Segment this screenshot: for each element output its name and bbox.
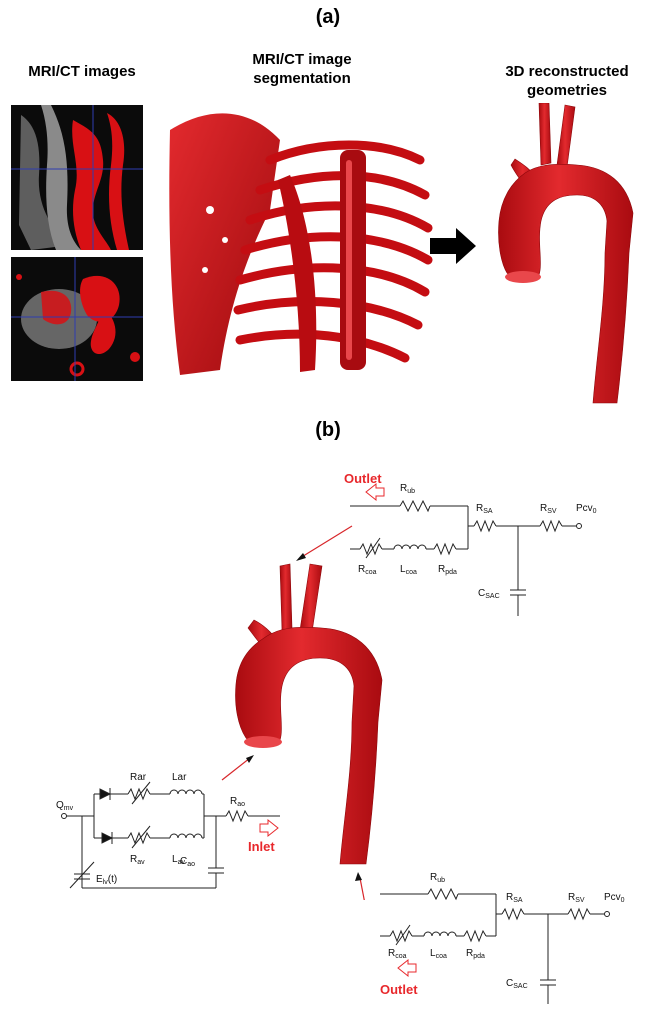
heading-segmentation-line1: MRI/CT image bbox=[214, 50, 390, 69]
bottom-r-coa-label: Rcoa bbox=[388, 948, 407, 960]
panel-b-label: (b) bbox=[300, 419, 356, 442]
e-lv-label: Elv(t) bbox=[96, 874, 117, 886]
heading-mri-ct-images: MRI/CT images bbox=[4, 62, 160, 81]
top-r-pda-label: Rpda bbox=[438, 564, 457, 576]
mri-ct-sagittal-image bbox=[11, 105, 143, 250]
bottom-r-sa-label: RSA bbox=[506, 892, 523, 904]
heading-segmentation: MRI/CT image segmentation bbox=[214, 50, 390, 88]
bottom-outlet-circuit: Outlet Rub RSA RSV Pcv0 Rcoa Lcoa Rpda C… bbox=[372, 866, 652, 1006]
bottom-r-ub-label: Rub bbox=[430, 872, 445, 884]
bottom-outlet-label: Outlet bbox=[380, 982, 418, 997]
top-r-sv-label: RSV bbox=[540, 503, 557, 515]
processing-arrow bbox=[430, 228, 476, 264]
top-p-cv-label: Pcv0 bbox=[576, 503, 597, 515]
arrow-bottom-outlet bbox=[360, 878, 372, 900]
heading-geometry-line1: 3D reconstructed bbox=[482, 62, 652, 81]
l-ar-label: Lar bbox=[172, 772, 187, 783]
aorta-3d-geometry-a bbox=[497, 103, 653, 408]
aorta-inlet-opening-a bbox=[505, 271, 541, 283]
inlet-label: Inlet bbox=[248, 839, 275, 854]
q-mv-label: Qmv bbox=[56, 800, 74, 812]
c-ao-label: Cao bbox=[180, 856, 195, 868]
heart-inlet-circuit: Inlet Qmv Rar Lar Rav Lav Rao Elv(t) Cao bbox=[52, 764, 292, 896]
heading-3d-geometries: 3D reconstructed geometries bbox=[482, 62, 652, 100]
panel-a-label: (a) bbox=[300, 6, 356, 29]
top-c-sac-label: CSAC bbox=[478, 588, 500, 600]
bottom-r-pda-label: Rpda bbox=[466, 948, 485, 960]
r-ao-label: Rao bbox=[230, 796, 245, 808]
top-r-sa-label: RSA bbox=[476, 503, 493, 515]
r-av-label: Rav bbox=[130, 854, 145, 866]
bottom-p-cv-label: Pcv0 bbox=[604, 892, 625, 904]
heading-segmentation-line2: segmentation bbox=[214, 69, 390, 88]
r-ar-label: Rar bbox=[130, 772, 147, 783]
mri-ct-axial-image bbox=[11, 257, 143, 381]
segmentation-ribcage-render bbox=[150, 100, 440, 382]
heading-geometry-line2: geometries bbox=[482, 81, 652, 100]
bottom-c-sac-label: CSAC bbox=[506, 978, 528, 990]
top-outlet-label: Outlet bbox=[344, 471, 382, 486]
top-outlet-circuit: Outlet Rub RSA RSV Pcv0 Rcoa Lcoa Rpda C… bbox=[340, 466, 640, 618]
bottom-r-sv-label: RSV bbox=[568, 892, 585, 904]
top-r-coa-label: Rcoa bbox=[358, 564, 377, 576]
top-l-coa-label: Lcoa bbox=[400, 564, 417, 576]
top-r-ub-label: Rub bbox=[400, 483, 415, 495]
bottom-l-coa-label: Lcoa bbox=[430, 948, 447, 960]
